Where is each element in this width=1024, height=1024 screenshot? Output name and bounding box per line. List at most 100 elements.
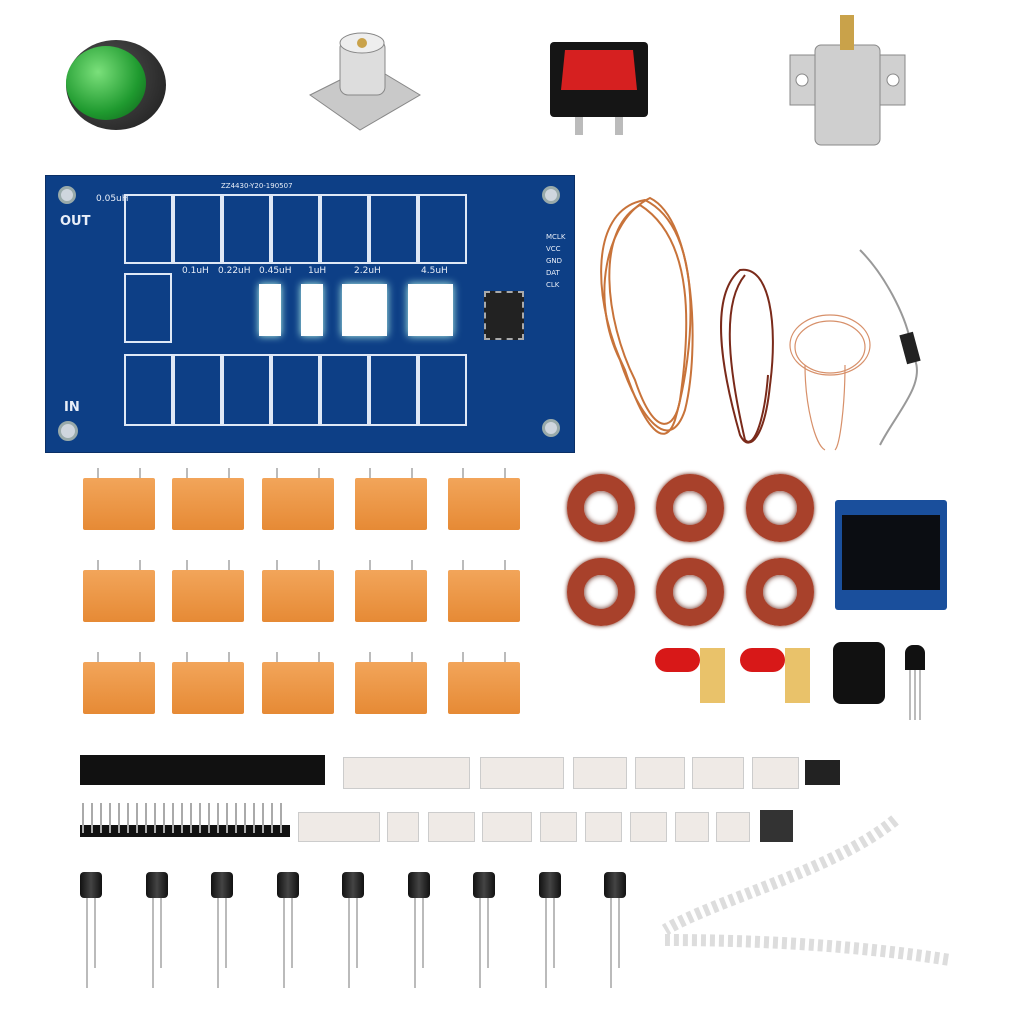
so239-connector-square-front: [789, 15, 906, 146]
sma-connector-body: [700, 648, 725, 703]
sma-connector-cap: [655, 648, 700, 672]
relay-footprint: [173, 354, 222, 426]
electrolytic-capacitor: [276, 872, 299, 898]
smd-strip: [692, 757, 744, 789]
smd-strip: [343, 757, 470, 789]
capacitor-lead: [151, 898, 154, 988]
relay-footprint: [124, 273, 172, 343]
smd-component-tape-black: [80, 755, 325, 785]
smd-strip: [675, 812, 709, 842]
enameled-copper-wire-coil-large: [600, 196, 694, 435]
relay: [448, 468, 520, 530]
header-pin-label: VCC: [546, 245, 561, 253]
capacitor-lead: [356, 898, 358, 968]
smd-strip: [630, 812, 667, 842]
so239-connector-square-angled: [309, 32, 421, 131]
relay-footprint: [124, 354, 173, 426]
relay: [172, 652, 244, 714]
inductor-label: 1uH: [308, 266, 327, 276]
oled-screen: [842, 515, 940, 590]
capacitor-lead: [159, 898, 162, 968]
capacitor-lead: [290, 898, 293, 968]
toroid-core: [656, 558, 724, 626]
inductor-label: 0.05uH: [96, 194, 129, 204]
relay-footprint: [173, 194, 222, 264]
inductor-label: 2.2uH: [354, 266, 381, 276]
header-pin-label: MCLK: [546, 233, 566, 241]
enameled-copper-wire-coil-thin: [789, 314, 871, 451]
sma-connector-cap: [740, 648, 785, 672]
smd-ic: [805, 760, 840, 785]
smd-strip: [540, 812, 577, 842]
ferrite-bead: [833, 642, 885, 704]
smd-strip: [585, 812, 622, 842]
relay-footprint: [222, 354, 271, 426]
header-pin-label: GND: [546, 257, 563, 265]
inductor-label: 0.45uH: [259, 266, 292, 276]
relay-footprint: [320, 194, 369, 264]
smd-strip: [482, 812, 532, 842]
relay: [262, 560, 334, 622]
relay-footprint: [369, 354, 418, 426]
capacitor-lead: [94, 898, 96, 968]
relay: [355, 468, 427, 530]
relay: [355, 652, 427, 714]
relay-footprint: [320, 354, 369, 426]
toroid-core: [567, 558, 635, 626]
electrolytic-capacitor: [473, 872, 495, 898]
inductor-label: 4.5uH: [421, 266, 448, 276]
relay-footprint: [222, 194, 271, 264]
header-pin-label: CLK: [546, 281, 560, 289]
toroid-core: [656, 474, 724, 542]
green-push-button: [66, 46, 146, 120]
capacitor-lead: [479, 898, 481, 988]
relay: [83, 560, 155, 622]
capacitor-lead: [217, 898, 219, 988]
relay-footprint: [418, 194, 467, 264]
pcb-code: ZZ4430-Y20-190507: [221, 182, 293, 190]
header-pin-label: DAT: [546, 269, 560, 277]
toroid-core: [567, 474, 635, 542]
relay-footprint: [369, 194, 418, 264]
electrolytic-capacitor: [342, 872, 364, 898]
relay: [172, 560, 244, 622]
smd-strip: [480, 757, 564, 789]
capacitor-lead: [86, 898, 88, 988]
capacitor-lead: [618, 898, 620, 968]
capacitor-lead: [421, 898, 424, 968]
ic-chip: [484, 291, 524, 340]
smd-strip: [635, 757, 685, 789]
relay: [448, 652, 520, 714]
pin-header-pins: [82, 803, 287, 833]
electrolytic-capacitor: [80, 872, 102, 898]
smd-component-tape-clear: [661, 815, 951, 966]
toroid-core: [746, 558, 814, 626]
capacitor-lead: [348, 898, 350, 988]
relay: [172, 468, 244, 530]
smd-strip: [573, 757, 627, 789]
diode: [859, 249, 921, 446]
relay: [448, 560, 520, 622]
capacitor-lead: [282, 898, 285, 988]
relay-footprint: [271, 354, 320, 426]
inductor-label: 0.22uH: [218, 266, 251, 276]
relay-footprint: [271, 194, 320, 264]
inductor-label: 0.1uH: [182, 266, 209, 276]
tuner-pcb-board: ZZ4430-Y20-190507 OUT IN 0.05uH 0.1uH 0.…: [45, 175, 575, 453]
electrolytic-capacitor: [604, 872, 626, 898]
capacitor-lead: [544, 898, 547, 988]
capacitor-lead: [552, 898, 555, 968]
capacitor-lead: [225, 898, 227, 968]
out-label: OUT: [60, 214, 91, 229]
transistor: [905, 645, 925, 670]
relay: [355, 560, 427, 622]
smd-resistor: [752, 757, 799, 789]
relay: [83, 652, 155, 714]
electrolytic-capacitor: [538, 872, 561, 898]
smd-strip: [716, 812, 750, 842]
capacitor-lead: [610, 898, 612, 988]
in-label: IN: [64, 400, 80, 415]
relay-footprint: [418, 354, 467, 426]
smd-inductor: [760, 810, 793, 842]
electrolytic-capacitor: [407, 872, 430, 898]
